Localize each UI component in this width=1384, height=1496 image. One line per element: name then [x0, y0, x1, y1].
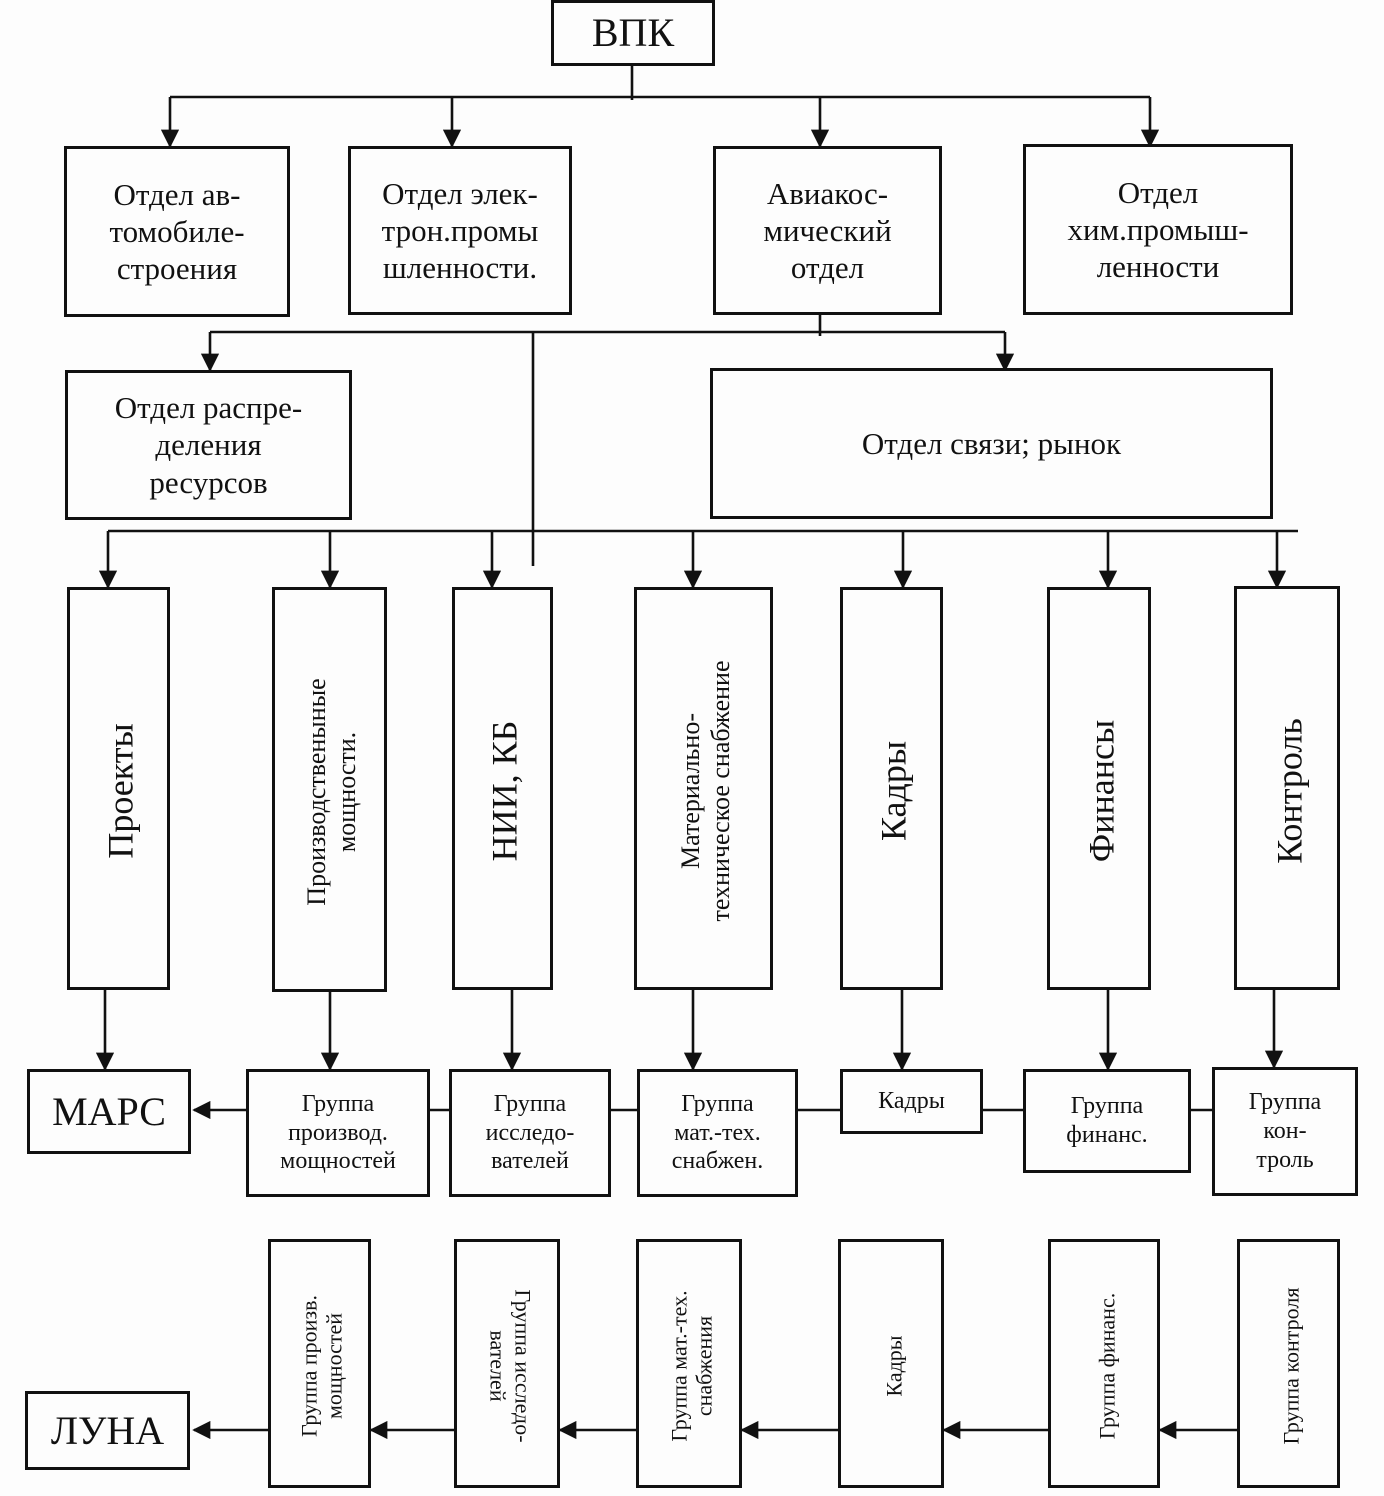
communications-label: Отдел связи; рынок — [861, 425, 1122, 461]
function-projects: Проекты — [67, 587, 170, 990]
mars-staff-group: Кадры — [840, 1069, 983, 1134]
function-nii: НИИ, КБ — [452, 587, 553, 990]
luna-finance-group: Группа финанс. — [1048, 1239, 1160, 1488]
mars-finance-group-label: Группа финанс. — [1066, 1093, 1148, 1148]
mars-research-group-label: Группа исследо- вателей — [485, 1090, 575, 1175]
dept-aerospace-label: Авиакос- мический отдел — [763, 175, 892, 286]
luna-supply-group-label: Группа мат.-тех. снабжения — [666, 1290, 717, 1442]
function-control: Контроль — [1234, 586, 1340, 990]
dept-chemical: Отдел хим.промыш- ленности — [1023, 144, 1293, 315]
mars-staff-group-label: Кадры — [878, 1088, 945, 1115]
resource-allocation-label: Отдел распре- деления ресурсов — [114, 390, 303, 500]
function-capacity-label: Производственыные мощности. — [302, 678, 361, 906]
mars-control-group: Группа кон- троль — [1212, 1067, 1358, 1196]
vpk-box: ВПК — [551, 0, 715, 66]
mars-finance-group: Группа финанс. — [1023, 1069, 1191, 1173]
dept-auto: Отдел ав- томобиле- строения — [64, 146, 290, 317]
mars-box: МАРС — [27, 1069, 191, 1154]
mars-capacity-group-label: Группа производ. мощностей — [280, 1090, 396, 1175]
luna-capacity-group: Группа произв. мощностей — [268, 1239, 371, 1488]
luna-control-group-label: Группа контроля — [1278, 1287, 1304, 1445]
function-staff-label: Кадры — [873, 740, 914, 842]
luna-control-group: Группа контроля — [1237, 1239, 1340, 1488]
mars-capacity-group: Группа производ. мощностей — [246, 1069, 430, 1197]
luna-staff-group: Кадры — [838, 1239, 944, 1488]
luna-research-group: Группа исследо- вателей — [454, 1239, 560, 1488]
dept-aerospace: Авиакос- мический отдел — [713, 146, 942, 315]
mars-supply-group: Группа мат.-тех. снабжен. — [637, 1069, 798, 1197]
luna-research-group-label: Группа исследо- вателей — [485, 1289, 536, 1443]
vpk-label: ВПК — [591, 10, 675, 55]
mars-label: МАРС — [52, 1088, 166, 1134]
dept-electronics: Отдел элек- трон.промы шленности. — [348, 146, 572, 315]
function-control-label: Контроль — [1269, 718, 1310, 864]
luna-label: ЛУНА — [50, 1407, 165, 1453]
mars-research-group: Группа исследо- вателей — [449, 1069, 611, 1197]
dept-chemical-label: Отдел хим.промыш- ленности — [1067, 174, 1249, 285]
dept-electronics-label: Отдел элек- трон.промы шленности. — [381, 175, 539, 286]
communications-box: Отдел связи; рынок — [710, 368, 1273, 519]
mars-supply-group-label: Группа мат.-тех. снабжен. — [671, 1090, 764, 1175]
function-staff: Кадры — [840, 587, 943, 990]
luna-supply-group: Группа мат.-тех. снабжения — [636, 1239, 742, 1488]
luna-box: ЛУНА — [25, 1391, 190, 1470]
function-supply-label: Материально- техническое снабжение — [676, 660, 735, 922]
luna-finance-group-label: Группа финанс. — [1094, 1292, 1120, 1440]
function-projects-label: Проекты — [100, 723, 141, 859]
mars-control-group-label: Группа кон- троль — [1248, 1089, 1322, 1173]
luna-capacity-group-label: Группа произв. мощностей — [296, 1295, 347, 1437]
dept-auto-label: Отдел ав- томобиле- строения — [109, 176, 245, 287]
function-capacity: Производственыные мощности. — [272, 587, 387, 992]
resource-allocation-box: Отдел распре- деления ресурсов — [65, 370, 352, 520]
function-nii-label: НИИ, КБ — [484, 720, 525, 862]
luna-staff-group-label: Кадры — [881, 1335, 907, 1397]
function-supply: Материально- техническое снабжение — [634, 587, 773, 990]
function-finance-label: Финансы — [1081, 719, 1122, 863]
function-finance: Финансы — [1047, 587, 1151, 990]
